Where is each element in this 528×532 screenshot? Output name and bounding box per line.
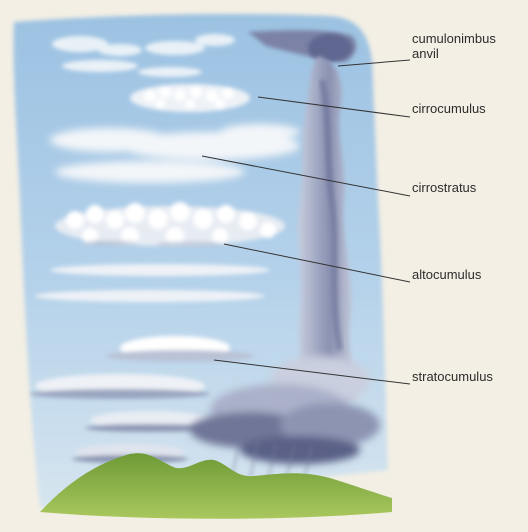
label-cumulonimbus-line2: anvil	[412, 46, 496, 61]
cirrocumulus-cloud	[130, 84, 250, 112]
label-stratocumulus: stratocumulus	[412, 369, 493, 384]
label-cumulonimbus-anvil: cumulonimbus anvil	[412, 31, 496, 61]
label-cirrostratus: cirrostratus	[412, 180, 476, 195]
label-altocumulus: altocumulus	[412, 267, 481, 282]
label-cumulonimbus-line1: cumulonimbus	[412, 31, 496, 46]
label-cirrocumulus: cirrocumulus	[412, 101, 486, 116]
